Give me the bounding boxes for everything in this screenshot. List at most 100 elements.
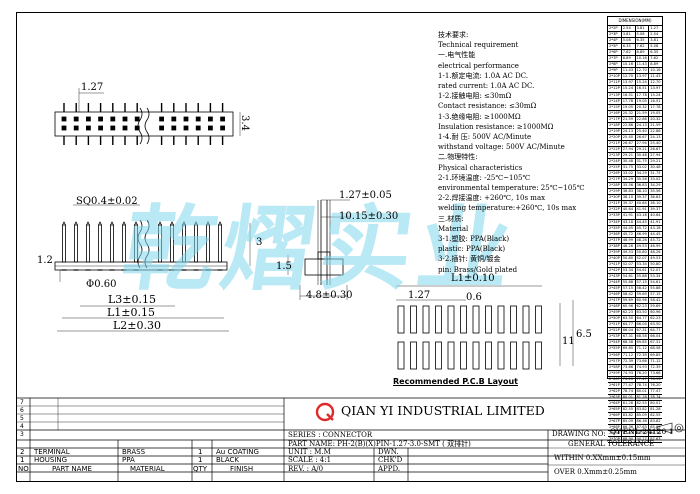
table-cell: 58.42	[650, 298, 661, 303]
table-cell: 2*47P	[609, 298, 622, 304]
table-cell: 1.27	[650, 26, 659, 30]
table-cell: 82.55	[650, 413, 661, 417]
spec-line: 3-2.插针: 黄铜/镀金	[438, 255, 501, 264]
spec-line: pin: Brass/Gold plated	[438, 265, 518, 274]
table-cell: 16.51	[636, 86, 650, 92]
bom-hdr-qty: QTY	[193, 465, 208, 473]
dim-dia: Φ0.60	[86, 279, 117, 290]
table-cell: 2*32P	[609, 207, 622, 213]
table-cell: 90.17	[636, 437, 650, 443]
pcb-layout	[397, 305, 542, 370]
table-cell: 64.77	[650, 328, 661, 333]
pin-bottom-row	[134, 125, 140, 131]
table-cell: 57.15	[650, 292, 661, 297]
spec-line: 三.材质:	[438, 214, 464, 223]
table-cell: 2*25P	[609, 165, 622, 171]
table-cell: 76.20	[650, 382, 661, 387]
table-cell: 13.97	[650, 86, 661, 91]
table-cell: 41.91	[622, 213, 636, 219]
table-cell: 2*19P	[609, 128, 622, 134]
table-cell: 60.96	[622, 304, 636, 310]
table-cell: 34.29	[650, 183, 661, 188]
side-pin	[194, 224, 198, 263]
table-cell: 24.13	[622, 128, 636, 134]
table-cell: 2*3P	[608, 32, 622, 38]
table-cell: 46.99	[622, 237, 636, 243]
table-cell: 35.56	[622, 183, 636, 189]
table-cell: 7.62	[622, 50, 636, 56]
table-cell: 2*26P	[609, 171, 622, 177]
pcb-pad-bottom	[397, 341, 405, 370]
table-cell: 2*5P	[608, 44, 622, 50]
table-cell: 81.28	[636, 394, 650, 400]
tolerance-within: WITHIN 0.XXmm±0.15mm	[554, 454, 651, 462]
table-cell: 2*62P	[609, 388, 622, 394]
table-cell: 55.88	[650, 286, 661, 291]
table-cell: 76.20	[636, 370, 650, 376]
table-cell: 77.47	[622, 382, 636, 388]
pcb-pad-bottom	[460, 341, 467, 370]
dim-l2: L2±0.30	[113, 319, 162, 332]
spec-line: 二.物理特性:	[438, 153, 478, 162]
table-cell: 11.43	[622, 68, 636, 74]
pin-top-row	[110, 116, 116, 122]
rev-row-7: 7	[20, 399, 24, 406]
dim-end-c: 1.5	[276, 261, 292, 272]
pin-bottom-row	[207, 125, 213, 131]
drawing-sheet	[16, 12, 686, 482]
table-cell: 44.45	[650, 231, 661, 236]
table-cell: 74.93	[650, 376, 661, 381]
table-cell: 39.37	[622, 201, 636, 207]
table-cell: 10.16	[636, 56, 650, 62]
table-cell: 81.28	[650, 406, 661, 411]
table-cell: 53.34	[622, 267, 636, 273]
table-cell: 45.72	[636, 225, 650, 231]
table-cell: 8.89	[622, 56, 636, 62]
table-cell: 73.66	[650, 370, 661, 375]
table-cell: 83.82	[636, 406, 650, 412]
table-cell: 67.31	[636, 328, 650, 334]
table-cell: 2*54P	[609, 340, 622, 346]
table-cell: 35.56	[650, 189, 661, 194]
pin-bottom-row	[73, 125, 79, 131]
table-cell: 87.63	[622, 431, 636, 437]
pin-tip	[218, 221, 222, 226]
table-cell: 72.39	[650, 364, 661, 369]
table-cell: 2*23P	[609, 152, 622, 159]
table-cell: 2*46P	[609, 292, 622, 298]
pcb-pad-top	[397, 305, 405, 334]
table-cell: 62.23	[636, 304, 650, 310]
table-cell: 2*9P	[608, 68, 622, 74]
dim-height: 3.4	[238, 115, 250, 131]
table-cell: 29.21	[622, 152, 636, 159]
table-cell: 85.09	[636, 413, 650, 419]
table-cell: 53.34	[650, 273, 661, 278]
table-cell: 2*33P	[609, 213, 622, 219]
table-cell: 6.35	[622, 44, 636, 50]
table-cell: 85.09	[650, 425, 661, 430]
table-cell: 73.66	[636, 358, 650, 364]
side-pin	[74, 224, 78, 263]
dim-end-d: 4.8±0.30	[306, 290, 353, 301]
table-cell: 82.55	[636, 400, 650, 406]
table-cell: 67.31	[622, 334, 636, 340]
